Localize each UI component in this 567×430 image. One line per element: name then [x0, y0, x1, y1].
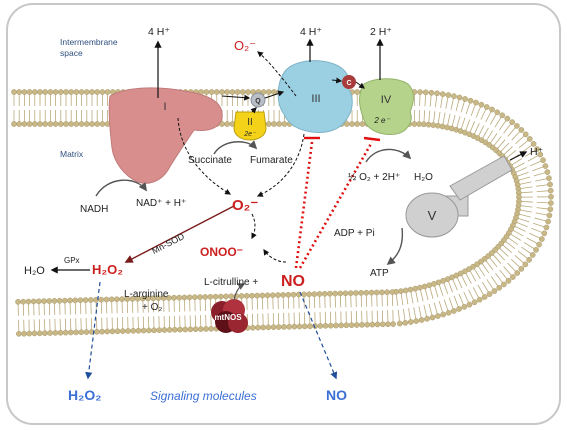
water-label-gpx: H₂O — [24, 265, 45, 277]
no-inhibits-complex-iv — [298, 141, 374, 269]
cytochrome-c-label: C — [346, 80, 351, 87]
proton-label-complex-iii: 4 H⁺ — [300, 26, 322, 38]
mtnos — [211, 299, 248, 333]
h-arrow-complex-v — [509, 151, 528, 161]
complex-iv-electrons: 2 e⁻ — [373, 116, 390, 125]
e-arrow-c-to-iv — [355, 81, 365, 89]
ubiquinone-q — [250, 92, 266, 108]
complex-iv-label: IV — [381, 94, 392, 106]
proton-label-complex-i: 4 H⁺ — [148, 26, 170, 38]
e-arrow-q-to-iii — [264, 90, 285, 99]
complex-v-label: V — [428, 208, 437, 223]
peroxynitrite: ONOO⁻ — [200, 245, 243, 259]
ros-arrow-complex-iii — [256, 133, 305, 197]
e-arrow-i-to-q — [221, 94, 251, 101]
ros-arrow-complex-i — [177, 117, 232, 195]
complex-v — [405, 155, 513, 238]
no-to-onoo-arrow — [263, 249, 287, 263]
superoxide-matrix: O₂⁻ — [232, 197, 258, 214]
superoxide-intermembrane: O₂⁻ — [234, 38, 256, 53]
complex-ii-electrons: 2e⁻ — [243, 131, 257, 138]
ubiquinone-q-label: Q — [255, 98, 261, 105]
complex-i-label: I — [163, 101, 166, 113]
gpx-label: GPx — [64, 256, 80, 265]
citrulline-label: L-citrulline + — [204, 277, 258, 288]
intermembrane-space-label: Intermembrane — [60, 37, 118, 47]
mtnos-label: mtNOS — [214, 313, 242, 322]
no-signal-label: NO — [326, 387, 347, 403]
oxygen-reduction-label: ½ O₂ + 2H⁺ — [348, 172, 400, 183]
cytochrome-c — [342, 75, 356, 89]
complex-iii-label: III — [311, 93, 320, 105]
water-label-complex-iv: H₂O — [414, 172, 433, 183]
mtnos-to-citrulline-arrow — [233, 283, 246, 301]
complex-ii — [233, 111, 267, 141]
h2o2-signal-arrow — [85, 281, 101, 380]
nitric-oxide: NO — [281, 273, 305, 290]
proton-label-complex-iv: 2 H⁺ — [370, 26, 392, 38]
no-signal-arrow — [299, 291, 338, 380]
no-inhibits-complex-iii — [294, 141, 314, 269]
atp-label: ATP — [370, 268, 389, 279]
e-arrow-iii-to-c — [331, 77, 343, 84]
fumarate-label: Fumarate — [250, 155, 293, 166]
succinate-label: Succinate — [188, 155, 232, 166]
adp-label: ADP + Pi — [334, 228, 375, 239]
nadh-label: NADH — [80, 204, 108, 215]
mnsod-arrow — [124, 205, 235, 263]
matrix-label: Matrix — [60, 149, 84, 159]
complex-ii-label: II — [247, 117, 253, 128]
ros-arrow-to-intermembrane — [257, 51, 297, 97]
oxygen-arc-arrow — [365, 148, 412, 163]
nadh-arc-arrow — [95, 179, 147, 197]
inhibition-bar-iv — [363, 136, 381, 142]
o2-to-onoo-arrow — [251, 213, 257, 240]
intermembrane-space-label-2: space — [60, 48, 83, 58]
arginine-label: L-arginine — [124, 289, 169, 300]
complex-iii — [277, 60, 353, 133]
complex-iv — [359, 78, 414, 135]
proton-label-complex-v: H⁺ — [530, 146, 544, 158]
arginine-o2-label: + O₂ — [142, 302, 162, 313]
h2o2-signal-label: H₂O₂ — [68, 387, 101, 403]
nad-label: NAD⁺ + H⁺ — [136, 198, 186, 209]
hydrogen-peroxide: H₂O₂ — [92, 262, 123, 277]
e-arrow-ii-to-q — [250, 107, 257, 114]
signaling-molecules-label: Signaling molecules — [150, 389, 257, 403]
succinate-arc-arrow — [213, 140, 258, 155]
adp-arc-arrow — [386, 227, 404, 266]
